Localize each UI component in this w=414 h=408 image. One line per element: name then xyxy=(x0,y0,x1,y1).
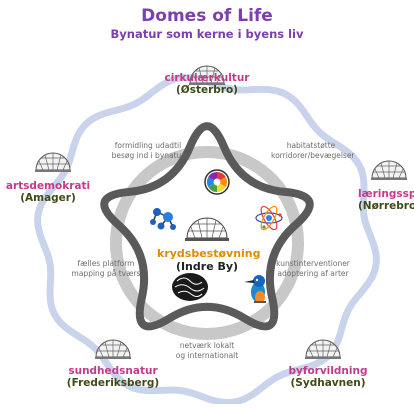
color-wheel-icon xyxy=(204,169,230,195)
node-label-frederiksberg: sundhedsnatur (Frederiksberg) xyxy=(66,365,160,389)
page-title: Domes of Life xyxy=(141,6,273,26)
center-label: krydsbestøvning (Indre By) xyxy=(157,247,261,273)
node-label-osterbro: cirkulærkultur (Østerbro) xyxy=(164,72,250,96)
kingfisher-icon xyxy=(244,275,266,303)
page-subtitle: Bynatur som kerne i byens liv xyxy=(110,27,304,41)
molecule-icon xyxy=(150,208,176,230)
node-label-sydhavnen: byforvildning (Sydhavnen) xyxy=(288,365,368,389)
inner-ring xyxy=(110,146,304,340)
dome-icon xyxy=(185,217,229,241)
outer-ring xyxy=(34,73,380,407)
dome-icon xyxy=(35,152,71,172)
dome-icon xyxy=(305,339,341,359)
node-label-amager: artsdemokrati (Amager) xyxy=(5,180,91,204)
node-label-norrebro: læringsspri (Nørrebro xyxy=(358,188,414,212)
dome-icon xyxy=(189,65,225,85)
atom-icon xyxy=(255,205,283,231)
dome-icon xyxy=(371,160,407,180)
coral-icon xyxy=(172,273,208,301)
star-outline xyxy=(100,122,314,331)
dome-icon xyxy=(95,339,131,359)
